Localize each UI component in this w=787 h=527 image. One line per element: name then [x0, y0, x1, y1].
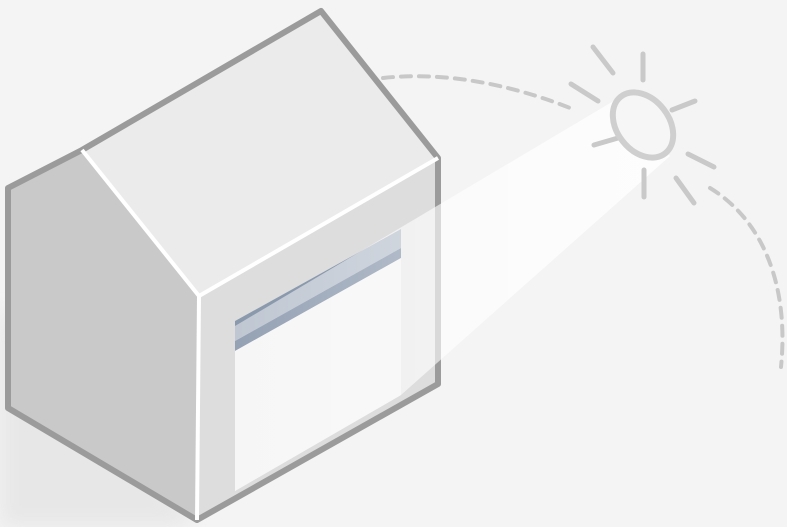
house-corner-edge: [195, 295, 201, 521]
house-left-wall: [8, 150, 199, 520]
sun-ray: [568, 81, 601, 104]
sun-path-icon: [708, 186, 785, 369]
sun-ray: [591, 135, 621, 148]
house-roof: [82, 11, 438, 296]
sun-icon: [568, 44, 717, 206]
sun-ray: [669, 98, 698, 113]
house-roof-front-edge: [197, 156, 440, 298]
sun-ray: [673, 175, 697, 206]
light-beam-icon: [235, 99, 670, 491]
house-roof-left-edge: [80, 148, 201, 298]
sun-core: [609, 89, 677, 161]
sun-path-icon: [381, 74, 577, 112]
sun-ray: [590, 44, 616, 76]
sun-ray: [685, 151, 717, 170]
